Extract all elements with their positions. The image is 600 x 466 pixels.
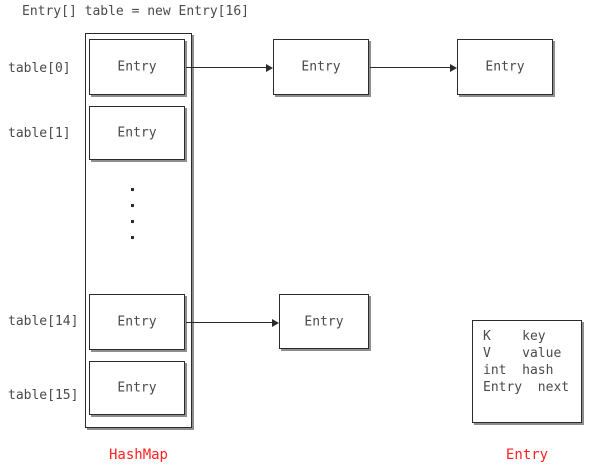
arrow-line-entry-a-to-entry-b xyxy=(370,67,450,68)
entry-field-value: V value xyxy=(483,346,562,361)
ellipsis-dot xyxy=(131,220,134,223)
arrow-head-entry-a-to-entry-b xyxy=(450,64,457,72)
arrow-line-slot14-to-entry-c xyxy=(186,322,272,323)
chain-entry-text-0-b: Entry xyxy=(485,59,525,75)
chain-entry-text-14-a: Entry xyxy=(304,314,344,329)
entry-field-hash: int hash xyxy=(483,363,554,378)
entry-field-next: Entry next xyxy=(483,380,570,395)
ellipsis-dot xyxy=(131,188,134,191)
chain-entry-text-0-a: Entry xyxy=(301,59,341,75)
entry-caption: Entry xyxy=(505,447,549,463)
slot-cell-table-0: Entry xyxy=(89,39,185,95)
chain-entry-box-0-b: Entry xyxy=(457,39,553,95)
array-declaration-text: Entry[] table = new Entry[16] xyxy=(22,4,249,19)
slot-cell-text-15: Entry xyxy=(117,380,157,396)
slot-label-table-0: table[0] xyxy=(8,61,71,76)
slot-cell-table-1: Entry xyxy=(89,106,185,160)
entry-field-key: K key xyxy=(483,329,546,344)
slot-cell-table-14: Entry xyxy=(89,294,185,350)
arrow-head-slot0-to-entry-a xyxy=(266,64,273,72)
hashmap-caption: HashMap xyxy=(108,447,168,463)
slot-label-table-15: table[15] xyxy=(8,388,79,403)
ellipsis-dot xyxy=(131,236,134,239)
slot-cell-text-0: Entry xyxy=(117,59,157,75)
slot-cell-text-1: Entry xyxy=(117,125,157,141)
slot-cell-text-14: Entry xyxy=(117,314,157,330)
slot-label-table-14: table[14] xyxy=(8,314,79,329)
arrow-line-slot0-to-entry-a xyxy=(186,67,266,68)
entry-fields-box: K key V value int hash Entry next xyxy=(472,320,582,423)
chain-entry-box-0-a: Entry xyxy=(273,39,369,95)
chain-entry-box-14-a: Entry xyxy=(279,294,369,349)
ellipsis-dot xyxy=(131,204,134,207)
slot-label-table-1: table[1] xyxy=(8,126,71,141)
arrow-head-slot14-to-entry-c xyxy=(272,319,279,327)
slot-cell-table-15: Entry xyxy=(89,361,185,415)
